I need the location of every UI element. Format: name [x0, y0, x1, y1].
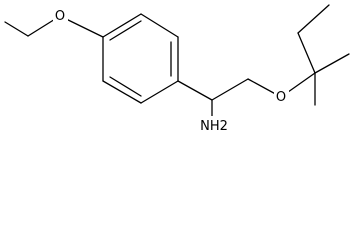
ethoxy-oxygen-bg: [53, 7, 68, 24]
amine-label: NH2: [200, 119, 228, 134]
bond-ring-double-c: [109, 76, 142, 97]
bond-ring-ch: [177, 80, 213, 101]
structure-canvas: O O NH2: [4, 4, 350, 134]
bond-cq-ch2: [297, 32, 316, 74]
ether-oxygen-bg: [274, 88, 289, 105]
bond-ring-double-a: [109, 20, 142, 41]
bond-ethyl-ch3-ch2: [4, 21, 29, 37]
chemical-structure-diagram: O O NH2: [4, 4, 350, 134]
bond-ring-4: [140, 80, 179, 104]
bond-ring-1: [102, 13, 142, 38]
bond-ring-2: [140, 13, 179, 38]
bond-cq-me1: [314, 53, 350, 74]
bond-ch-ch2: [211, 78, 249, 101]
amine-bg: [197, 116, 231, 134]
bond-ring-5: [102, 80, 142, 104]
bond-ch2-ch3: [297, 4, 330, 34]
ether-oxygen-label: O: [276, 90, 286, 105]
ethoxy-oxygen-label: O: [55, 9, 65, 24]
